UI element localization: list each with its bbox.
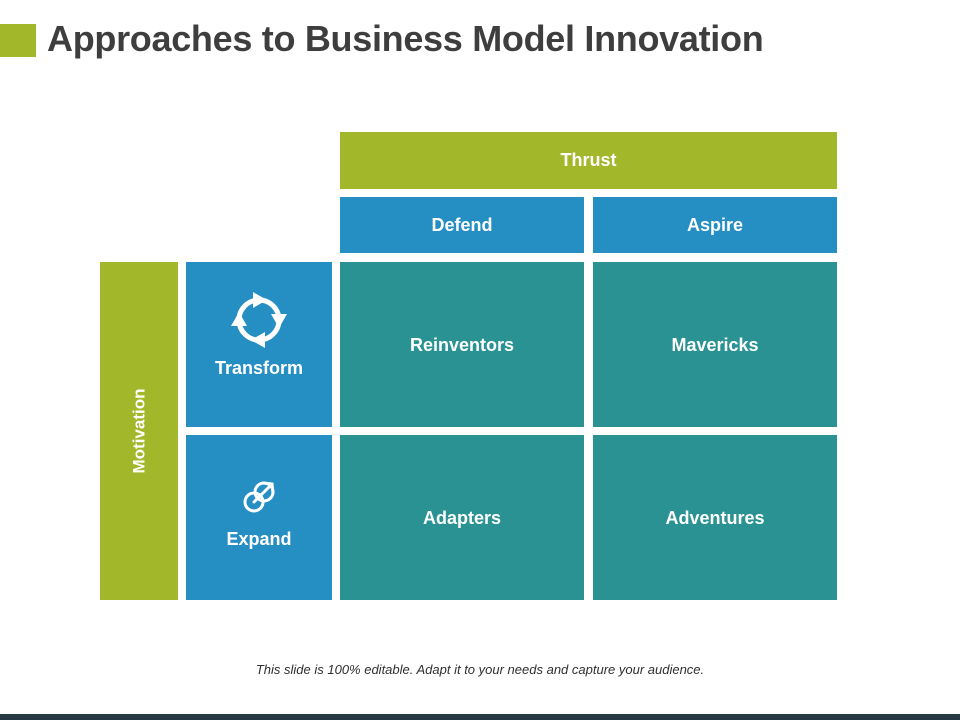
bottom-bar bbox=[0, 714, 960, 720]
matrix-cell-adapters: Adapters bbox=[340, 435, 584, 600]
cell-label: Adapters bbox=[422, 508, 502, 528]
row-header-expand: Expand bbox=[186, 435, 332, 600]
column-header-label: Aspire bbox=[686, 214, 744, 235]
thrust-axis-header: Thrust bbox=[340, 132, 837, 189]
column-header-label: Defend bbox=[431, 214, 493, 235]
motivation-axis-bar: Motivation bbox=[100, 262, 178, 600]
cell-label: Reinventors bbox=[409, 335, 515, 355]
cell-label: Adventures bbox=[665, 508, 765, 528]
column-header-aspire: Aspire bbox=[593, 197, 837, 253]
matrix-cell-mavericks: Mavericks bbox=[593, 262, 837, 427]
cell-label: Mavericks bbox=[671, 335, 759, 355]
link-arrow-icon bbox=[241, 479, 277, 515]
title-accent-square bbox=[0, 24, 36, 57]
row-header-label: Expand bbox=[226, 529, 292, 549]
thrust-axis-label: Thrust bbox=[560, 150, 617, 170]
cycle-arrows-icon bbox=[231, 292, 287, 348]
row-header-transform: Transform bbox=[186, 262, 332, 427]
motivation-axis-label: Motivation bbox=[129, 388, 148, 474]
footer-note: This slide is 100% editable. Adapt it to… bbox=[255, 662, 705, 677]
column-header-defend: Defend bbox=[340, 197, 584, 253]
matrix-cell-adventures: Adventures bbox=[593, 435, 837, 600]
page-title: Approaches to Business Model Innovation bbox=[47, 18, 764, 59]
row-header-label: Transform bbox=[214, 358, 304, 378]
matrix-cell-reinventors: Reinventors bbox=[340, 262, 584, 427]
